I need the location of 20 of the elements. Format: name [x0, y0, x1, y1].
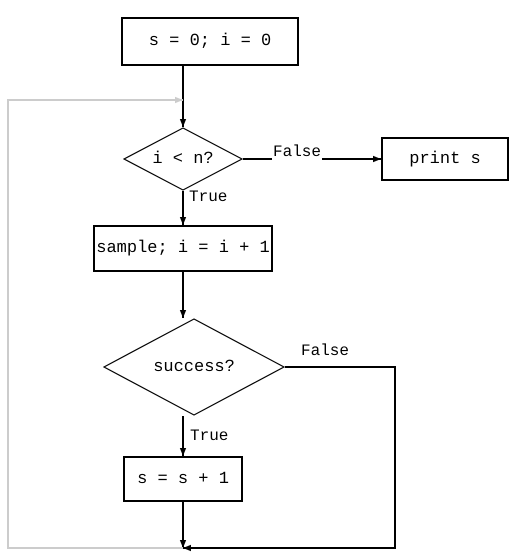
node-text: i < n? [152, 150, 214, 168]
node-text: sample; i = i + 1 [96, 239, 270, 258]
arrow [180, 66, 186, 127]
edge-label: False [272, 143, 322, 161]
node-text: print s [409, 150, 481, 168]
decision-diamond [103, 318, 285, 416]
process-box [93, 225, 273, 272]
arrow [180, 272, 186, 318]
loop-arrow [7, 96, 183, 549]
decision-diamond [123, 127, 243, 191]
arrow [180, 502, 186, 548]
arrow [180, 191, 186, 225]
arrow [180, 416, 186, 456]
arrow [183, 366, 396, 552]
process-box [121, 17, 299, 66]
node-text: s = s + 1 [137, 470, 229, 488]
node-text: s = 0; i = 0 [148, 32, 272, 51]
process-box [381, 137, 509, 181]
process-box [123, 456, 243, 502]
node-text: success? [153, 358, 235, 376]
